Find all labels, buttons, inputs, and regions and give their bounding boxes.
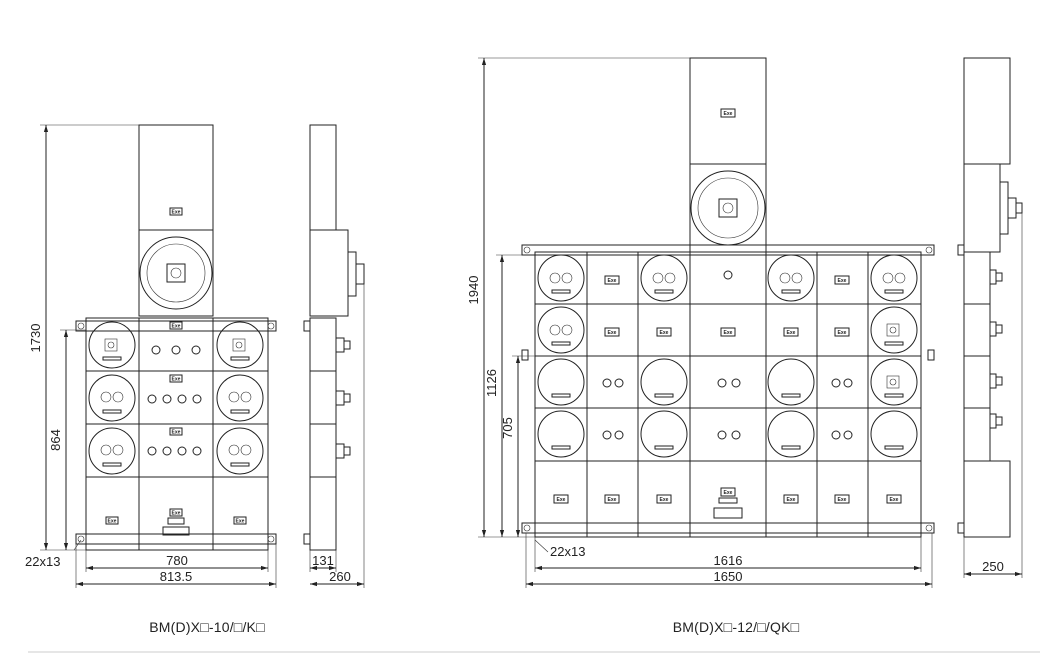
svg-text:Exe: Exe (172, 210, 181, 216)
dim-left-mount-hole: 22x13 (25, 554, 60, 569)
right-col-modules (216, 321, 264, 475)
row-4-modules (537, 410, 918, 458)
dim-left-height-total: 1730 (28, 324, 43, 353)
svg-text:Exe: Exe (172, 430, 181, 436)
left-unit-side-view (303, 124, 365, 551)
dim-right-height-lower: 705 (500, 417, 515, 439)
dim-right-width-inner: 1616 (714, 553, 743, 568)
dim-left-side-depth: 260 (329, 569, 351, 584)
svg-text:Exe: Exe (724, 111, 733, 117)
right-unit-dimensions: 1940 1126 705 22x13 1616 1650 250 (466, 57, 1023, 588)
dim-right-height-total: 1940 (466, 276, 481, 305)
nameplate: Exe (169, 207, 183, 216)
svg-text:Exe: Exe (724, 330, 733, 336)
svg-text:Exe: Exe (660, 497, 669, 503)
left-model-label: BM(D)X□-10/□/K□ (149, 619, 265, 635)
svg-text:Exe: Exe (660, 330, 669, 336)
dim-right-height-mid: 1126 (484, 369, 499, 397)
dim-left-side-small: 131 (312, 553, 334, 568)
svg-text:Exe: Exe (838, 330, 847, 336)
svg-text:Exe: Exe (787, 330, 796, 336)
svg-text:Exe: Exe (890, 497, 899, 503)
right-model-label: BM(D)X□-12/□/QK□ (673, 619, 800, 635)
left-col-modules (88, 321, 136, 475)
svg-text:Exe: Exe (172, 511, 181, 517)
dim-right-side-depth: 250 (982, 559, 1004, 574)
svg-text:Exe: Exe (838, 278, 847, 284)
dim-left-height-lower: 864 (48, 429, 63, 451)
svg-text:Exe: Exe (608, 278, 617, 284)
dim-left-width-outer: 813.5 (160, 569, 193, 584)
svg-text:Exe: Exe (557, 497, 566, 503)
svg-text:Exe: Exe (608, 497, 617, 503)
middle-col-modules: Exe Exe Exe (147, 321, 202, 456)
svg-text:Exe: Exe (787, 497, 796, 503)
right-unit-side-view (957, 57, 1023, 538)
right-unit-front-view: Exe Exe (521, 57, 935, 538)
dim-right-mount-hole: 22x13 (550, 544, 585, 559)
svg-text:Exe: Exe (608, 330, 617, 336)
left-unit-front-view: Exe (75, 124, 277, 551)
left-unit-dimensions: 1730 864 22x13 780 813.5 131 260 (25, 124, 365, 588)
svg-text:Exe: Exe (172, 377, 181, 383)
dim-left-width-inner: 780 (166, 553, 188, 568)
svg-text:Exe: Exe (236, 519, 245, 525)
svg-text:Exe: Exe (108, 519, 117, 525)
row-3-modules (537, 358, 918, 406)
row-2-modules: Exe Exe Exe Exe Exe (537, 306, 918, 354)
svg-text:Exe: Exe (724, 490, 733, 496)
bottom-row-modules: Exe Exe Exe (105, 508, 247, 536)
row-5-modules: Exe Exe Exe Exe Exe Exe Exe (553, 487, 902, 519)
svg-text:Exe: Exe (838, 497, 847, 503)
row-1-modules: Exe Exe (537, 254, 918, 302)
svg-text:Exe: Exe (172, 324, 181, 330)
dim-right-width-outer: 1650 (714, 569, 743, 584)
